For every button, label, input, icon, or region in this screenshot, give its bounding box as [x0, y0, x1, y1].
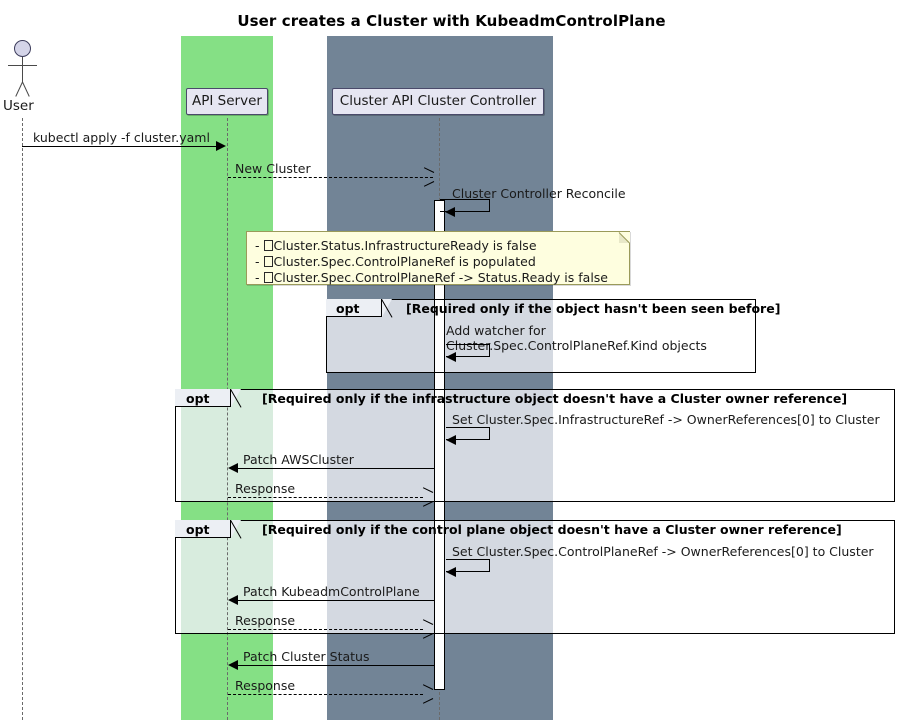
opt-frame-1-self-message-loop — [446, 344, 490, 357]
note-cluster-conditions: - Cluster.Status.InfrastructureReady is … — [246, 231, 630, 285]
diagram-title: User creates a Cluster with KubeadmContr… — [237, 12, 666, 30]
opt-frame-2-keyword: opt — [186, 391, 210, 406]
opt-frame-1-tab-notch — [382, 299, 392, 317]
opt-frame-2-tab-notch — [231, 389, 241, 407]
message-label-controller-reconcile: Cluster Controller Reconcile — [452, 186, 626, 201]
user-actor-leg-right — [22, 81, 30, 97]
message-arrowhead-response-3 — [422, 688, 433, 700]
opt-frame-1-guard: [Required only if the object hasn't been… — [406, 301, 781, 316]
message-line-response-3 — [228, 694, 423, 695]
message-arrowhead-new-cluster — [423, 171, 434, 183]
message-label-response-3: Response — [235, 678, 296, 693]
opt-frame-2 — [175, 389, 895, 502]
message-label-kubectl-apply: kubectl apply -f cluster.yaml — [33, 130, 210, 145]
message-label-patch-kubeadmcontrolplane: Patch KubeadmControlPlane — [243, 584, 420, 599]
opt-frame-3-tab — [175, 520, 231, 538]
message-arrowhead-patch-cluster-status — [228, 660, 238, 670]
user-actor-leg-left — [15, 81, 23, 97]
opt-frame-3-guard: [Required only if the control plane obje… — [262, 522, 842, 537]
note-bullet-1: - — [255, 238, 260, 253]
activation-bar-cluster-controller — [434, 200, 445, 690]
note-bullet-3: - — [255, 270, 260, 285]
message-line-patch-cluster-status — [236, 665, 434, 666]
opt-frame-1-tab — [326, 299, 382, 317]
note-line-1: - Cluster.Status.InfrastructureReady is … — [255, 238, 621, 254]
opt-frame-3-keyword: opt — [186, 522, 210, 537]
note-text-1: Cluster.Status.InfrastructureReady is fa… — [273, 238, 537, 253]
opt-frame-2-self-message-loop — [446, 427, 490, 440]
opt-frame-1-body-line-1: Add watcher for — [446, 323, 546, 338]
message-line-new-cluster — [228, 177, 433, 178]
missing-glyph-icon — [263, 272, 273, 283]
lifeline-user — [22, 118, 23, 720]
missing-glyph-icon — [263, 240, 273, 251]
note-fold-corner-icon — [619, 232, 630, 243]
message-line-response-2 — [228, 629, 423, 630]
message-arrowhead-response-2 — [422, 623, 433, 635]
note-bullet-2: - — [255, 254, 260, 269]
message-label-new-cluster: New Cluster — [235, 161, 311, 176]
participant-box-cluster-controller[interactable]: Cluster API Cluster Controller — [332, 88, 544, 115]
self-message-arrowhead-controller-reconcile — [445, 207, 455, 217]
opt-frame-3-body-line-1: Set Cluster.Spec.ControlPlaneRef -> Owne… — [452, 544, 874, 559]
opt-frame-3-tab-notch — [231, 520, 241, 538]
missing-glyph-icon — [263, 256, 273, 267]
opt-frame-2-guard: [Required only if the infrastructure obj… — [262, 391, 848, 406]
opt-frame-3-self-message-loop — [446, 559, 490, 572]
message-line-patch-kubeadmcontrolplane — [236, 600, 434, 601]
message-label-response-1: Response — [235, 481, 296, 496]
message-line-kubectl-apply — [22, 146, 218, 147]
note-text-2: Cluster.Spec.ControlPlaneRef is populate… — [273, 254, 536, 269]
participant-box-api-server[interactable]: API Server — [186, 88, 268, 115]
message-arrowhead-response-1 — [422, 491, 433, 503]
opt-frame-2-body-line-1: Set Cluster.Spec.InfrastructureRef -> Ow… — [452, 412, 880, 427]
message-line-patch-awscluster — [236, 468, 434, 469]
user-actor-body — [22, 57, 23, 83]
opt-frame-3 — [175, 520, 895, 634]
message-label-patch-cluster-status: Patch Cluster Status — [243, 649, 370, 664]
user-actor-label: User — [3, 98, 34, 114]
note-text-3: Cluster.Spec.ControlPlaneRef -> Status.R… — [273, 270, 609, 285]
message-label-response-2: Response — [235, 613, 296, 628]
opt-frame-1-body-line-2: Cluster.Spec.ControlPlaneRef.Kind object… — [446, 338, 707, 353]
opt-frame-1-self-message-arrowhead — [446, 352, 456, 362]
user-actor-head-icon — [14, 40, 31, 57]
message-arrowhead-kubectl-apply — [216, 141, 226, 151]
user-actor-arms — [8, 65, 37, 66]
note-line-3: - Cluster.Spec.ControlPlaneRef -> Status… — [255, 270, 621, 286]
message-arrowhead-patch-awscluster — [228, 463, 238, 473]
opt-frame-1-keyword: opt — [336, 301, 360, 316]
opt-frame-2-tab — [175, 389, 231, 407]
opt-frame-1 — [326, 299, 756, 373]
message-line-response-1 — [228, 497, 423, 498]
opt-frame-3-self-message-arrowhead — [446, 567, 456, 577]
lifeline-api-server — [227, 118, 228, 720]
message-arrowhead-patch-kubeadmcontrolplane — [228, 595, 238, 605]
opt-frame-2-self-message-arrowhead — [446, 435, 456, 445]
message-label-patch-awscluster: Patch AWSCluster — [243, 452, 354, 467]
note-line-2: - Cluster.Spec.ControlPlaneRef is popula… — [255, 254, 621, 270]
self-message-loop-controller-reconcile — [440, 199, 490, 212]
